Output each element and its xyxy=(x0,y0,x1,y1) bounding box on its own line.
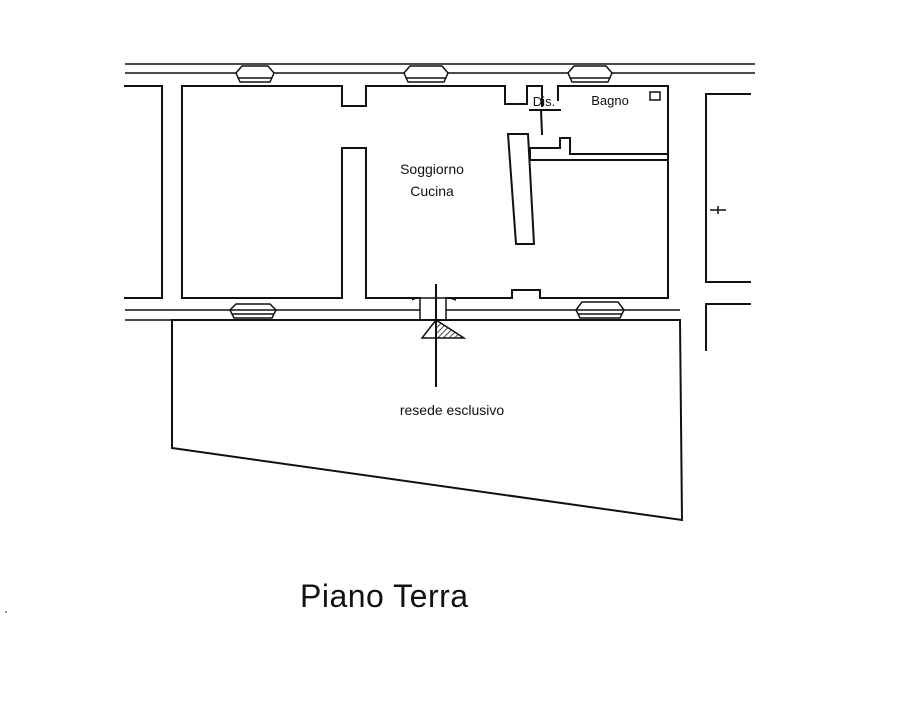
main-outline xyxy=(181,85,669,299)
interior-partitions xyxy=(506,85,669,245)
top-windows xyxy=(235,65,613,83)
entrance-arrow-icon xyxy=(420,284,467,387)
floor-title: Piano Terra xyxy=(300,578,469,614)
courtyard xyxy=(171,319,684,522)
speck-mark xyxy=(5,611,7,613)
label-soggiorno: Soggiorno xyxy=(400,161,464,177)
entrance-door xyxy=(419,298,447,320)
label-disimpegno: Dis. xyxy=(533,94,555,109)
label-resede: resede esclusivo xyxy=(400,402,504,418)
label-bagno: Bagno xyxy=(591,93,629,108)
label-cucina: Cucina xyxy=(410,183,454,199)
right-neighbour xyxy=(705,93,751,351)
left-neighbour-wall xyxy=(124,85,163,299)
bottom-boundary xyxy=(125,303,750,321)
top-boundary xyxy=(125,63,755,74)
bottom-windows xyxy=(229,297,625,319)
